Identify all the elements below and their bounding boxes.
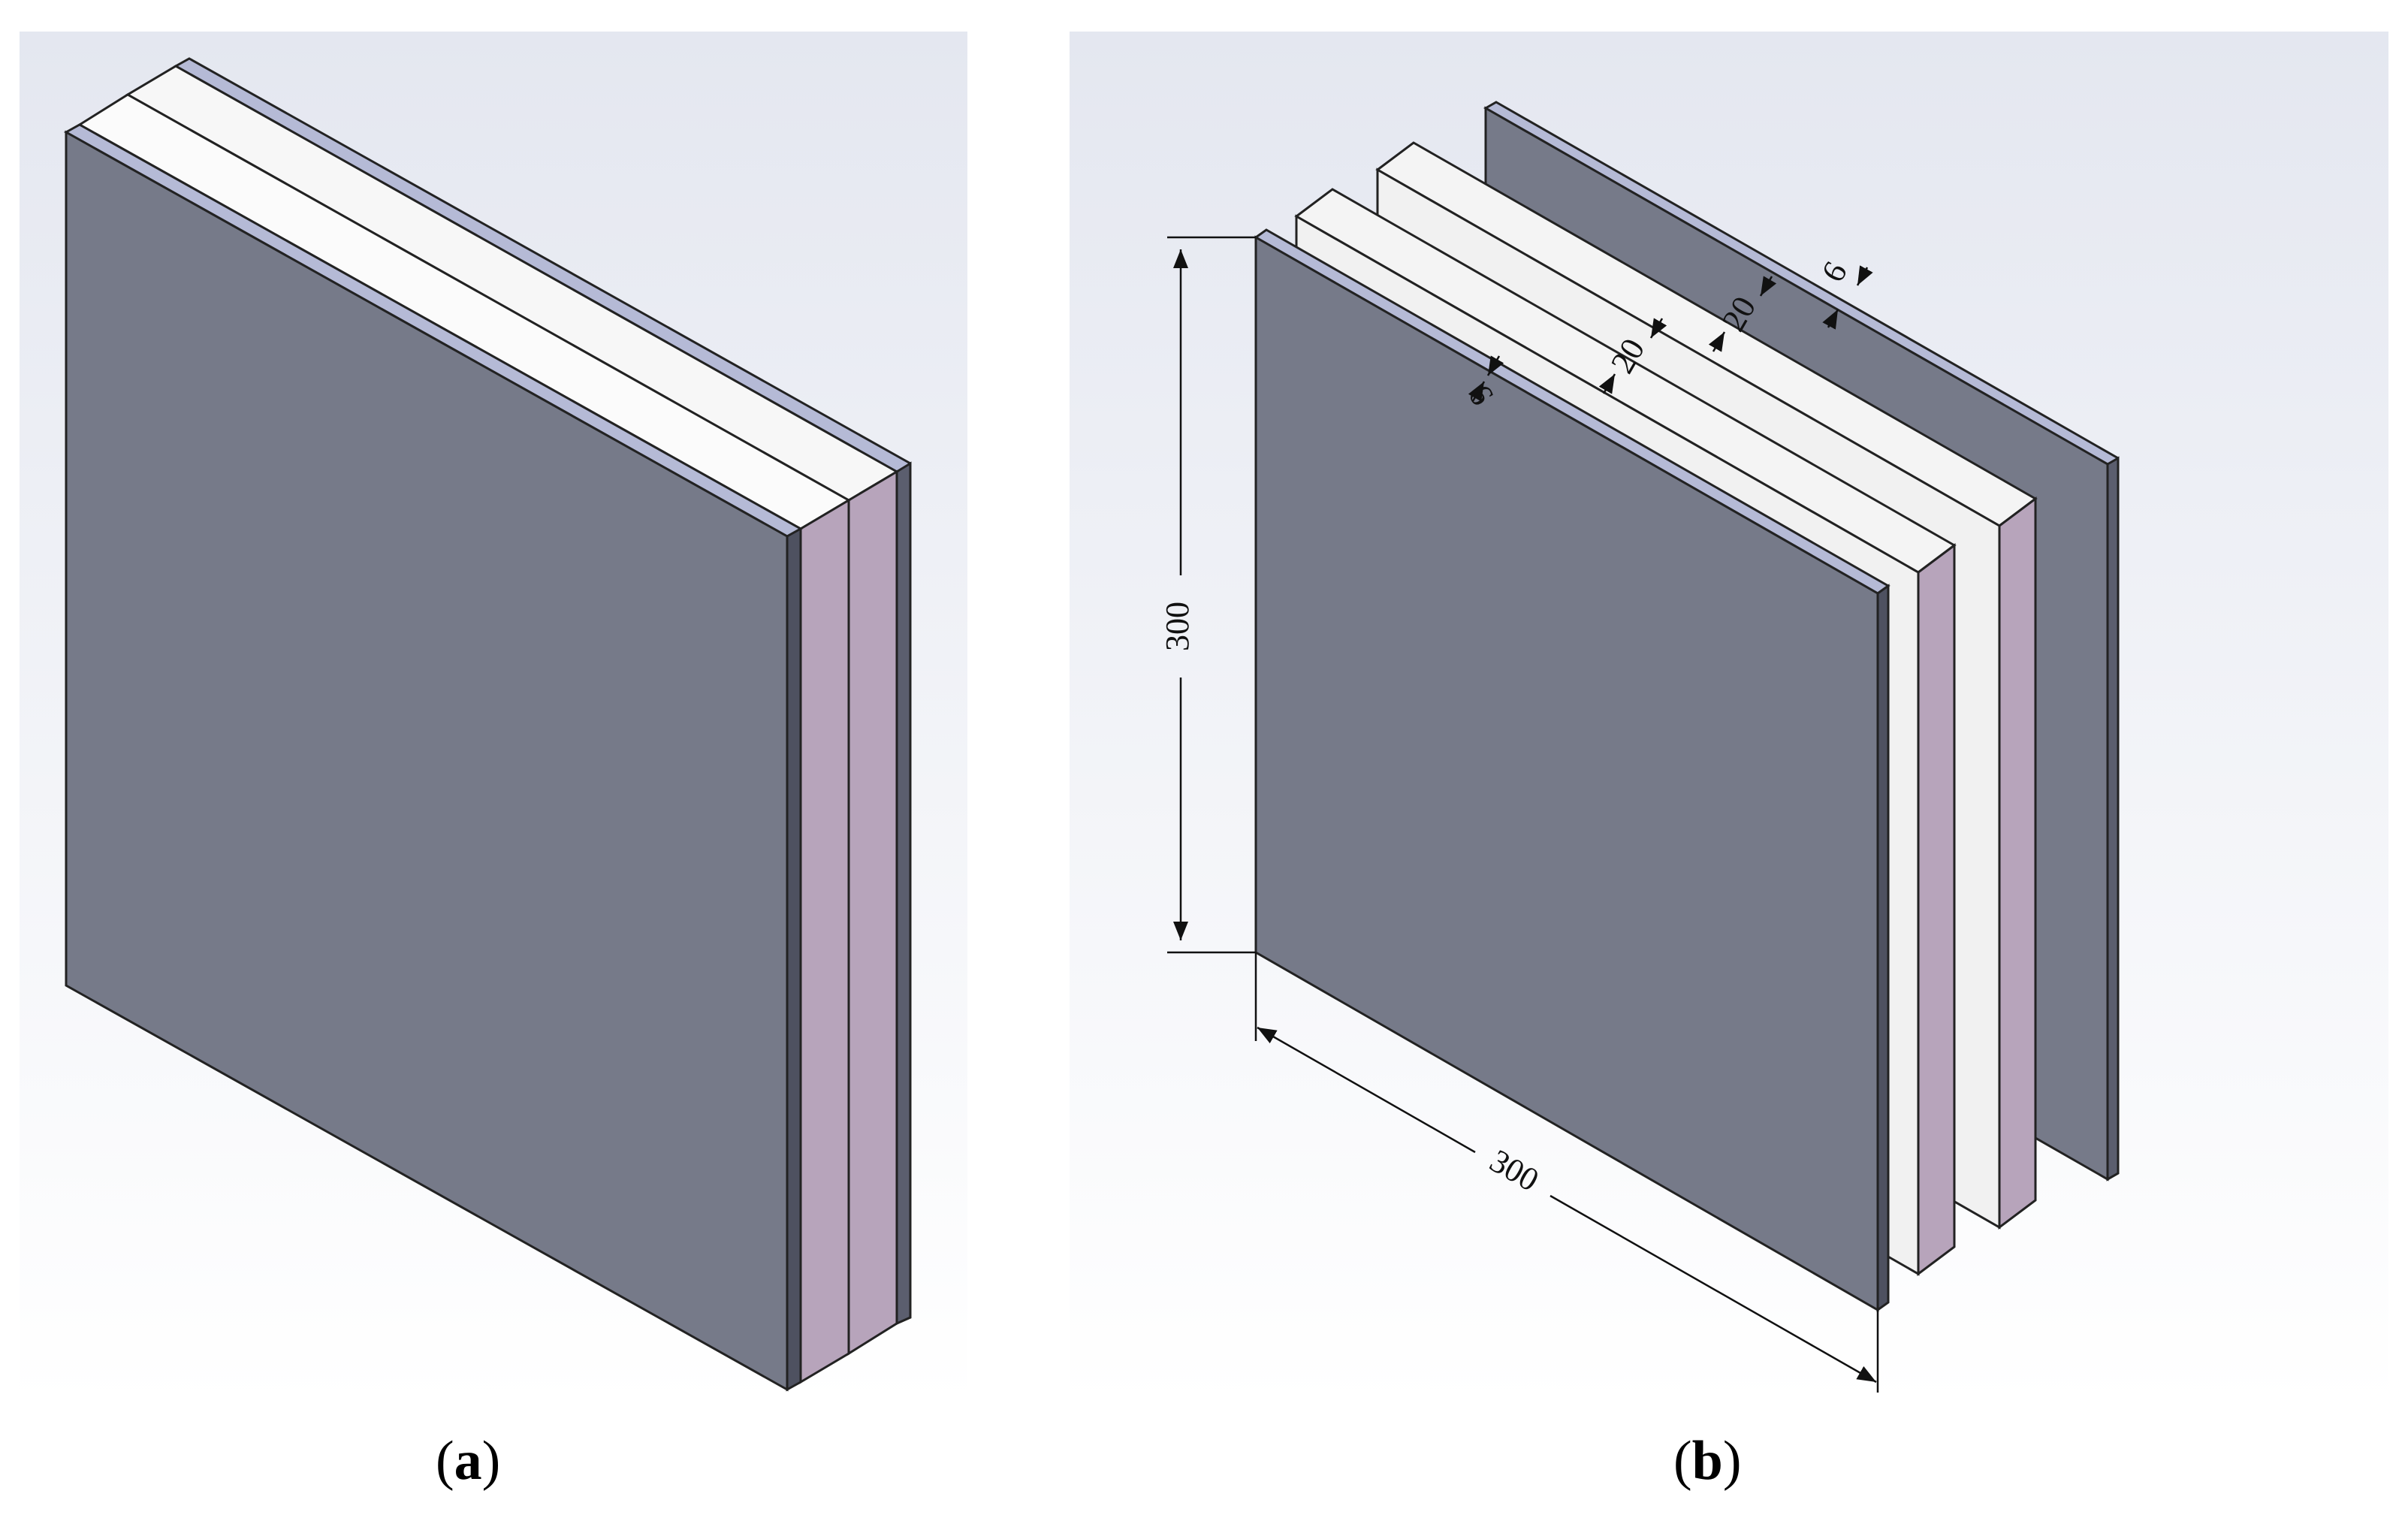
height-dimension: 300 (1159, 236, 1256, 954)
caption-b: (b) (1673, 1430, 1742, 1492)
assembled-panel-view (20, 32, 967, 1405)
caption-a: (a) (436, 1430, 501, 1492)
caption-a-letter: a (454, 1430, 482, 1492)
height-label: 300 (1159, 602, 1196, 651)
exploded-panel-view: 300 300 6 20 20 6 (1070, 32, 2388, 1405)
front-plate (63, 123, 804, 1392)
assembled-panel-drawing (20, 32, 967, 1405)
exploded-panel-drawing: 300 300 6 20 20 6 (1070, 32, 2388, 1405)
caption-b-letter: b (1691, 1430, 1723, 1492)
core-layer-2 (125, 65, 899, 1356)
front-plate (1254, 228, 1890, 1312)
